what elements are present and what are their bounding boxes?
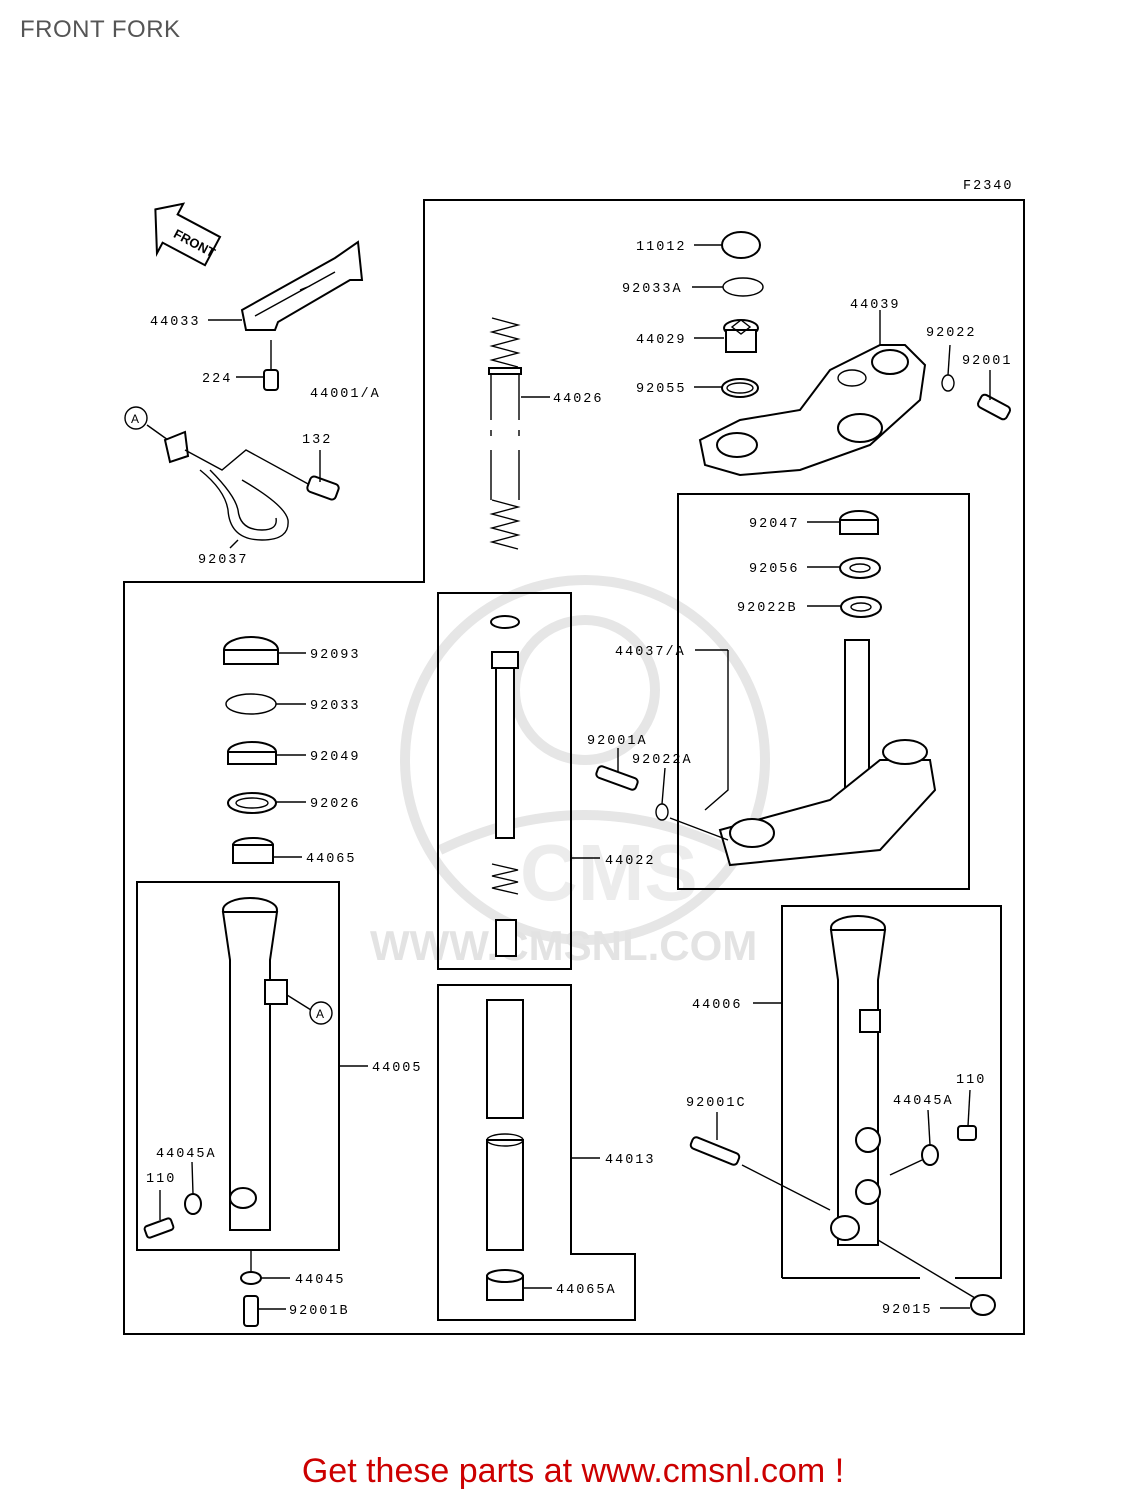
- seal-92047: [807, 510, 879, 535]
- bolt-92015: [877, 1239, 996, 1316]
- label-44033: 44033: [150, 315, 201, 330]
- outer-tube-44006: [753, 915, 887, 1246]
- bolt-110-right: [957, 1089, 977, 1141]
- label-92049: 92049: [310, 750, 361, 765]
- bolt-132: [306, 450, 340, 501]
- footer-link-text[interactable]: Get these parts at www.cmsnl.com !: [301, 1452, 845, 1490]
- washer-92022b: [807, 596, 882, 618]
- upper-bracket-44039: [698, 310, 927, 477]
- clamp-92037: A: [124, 406, 311, 549]
- watermark-logo-text: CMS: [520, 828, 698, 917]
- label-92033: 92033: [310, 699, 361, 714]
- callout-marker-label: A: [131, 412, 139, 426]
- right-outer-tube-box: [781, 905, 1002, 1279]
- label-92026: 92026: [310, 797, 361, 812]
- label-44045a-left: 44045A: [156, 1147, 217, 1162]
- o-ring-92055: [694, 378, 759, 398]
- bolt-92001b: [243, 1295, 286, 1327]
- figure-code: F2340: [963, 179, 1014, 194]
- watermark-text: WWW.CMSNL.COM: [370, 922, 757, 969]
- label-44029: 44029: [636, 333, 687, 348]
- outer-tube-44005: A: [221, 897, 368, 1231]
- bracket-44033: [208, 240, 364, 331]
- label-110-left: 110: [146, 1172, 176, 1187]
- clip-92022a: [655, 767, 729, 841]
- part-labels: 11012 92033A 44029 92055 44039 92022 920…: [146, 240, 1013, 1319]
- label-92047: 92047: [749, 517, 800, 532]
- label-44039: 44039: [850, 298, 901, 313]
- bushing-44065: [232, 837, 302, 864]
- stem-44037a: [695, 639, 937, 867]
- label-110-right: 110: [956, 1073, 986, 1088]
- front-direction-arrow: FRONT: [154, 202, 222, 267]
- label-44037a: 44037/A: [615, 645, 686, 660]
- label-44006: 44006: [692, 998, 743, 1013]
- label-92001a: 92001A: [587, 734, 648, 749]
- cylinder-box: [437, 592, 572, 970]
- label-92055: 92055: [636, 382, 687, 397]
- ring-92033: [225, 693, 306, 715]
- label-44065a: 44065A: [556, 1283, 617, 1298]
- plug-11012: [694, 231, 761, 259]
- clip-92022: [941, 344, 955, 392]
- bearing-92056: [807, 557, 881, 579]
- callout-marker-label-2: A: [316, 1007, 324, 1021]
- inner-tube-44013: [486, 999, 600, 1251]
- label-11012: 11012: [636, 240, 687, 255]
- dust-seal-92093: [223, 636, 306, 665]
- label-92022: 92022: [926, 326, 977, 341]
- washer-44045: [240, 1250, 290, 1285]
- label-92056: 92056: [749, 562, 800, 577]
- label-44045: 44045: [295, 1273, 346, 1288]
- bolt-110-left: [143, 1190, 175, 1239]
- label-224: 224: [202, 372, 232, 387]
- cap-44029: [694, 319, 759, 353]
- label-44026: 44026: [553, 392, 604, 407]
- bushing-44065a: [486, 1269, 552, 1301]
- label-92001: 92001: [962, 354, 1013, 369]
- inner-tube-box: [437, 984, 636, 1321]
- label-44001a: 44001/A: [310, 387, 381, 402]
- bolt-92001: [976, 370, 1012, 421]
- label-44013: 44013: [605, 1153, 656, 1168]
- label-92033a: 92033A: [622, 282, 683, 297]
- outer-frame: [123, 199, 1025, 1335]
- ring-92033a: [692, 277, 764, 297]
- label-92037: 92037: [198, 553, 249, 568]
- label-92022b: 92022B: [737, 601, 798, 616]
- label-92093: 92093: [310, 648, 361, 663]
- bolt-92001c: [689, 1112, 831, 1211]
- watermark-logo: CMS WWW.CMSNL.COM: [370, 575, 770, 969]
- label-44005: 44005: [372, 1061, 423, 1076]
- bolt-224: [236, 340, 279, 391]
- label-132: 132: [302, 433, 332, 448]
- steering-stem-box: [677, 493, 970, 890]
- seal-92049: [227, 741, 306, 765]
- label-44065: 44065: [306, 852, 357, 867]
- label-44045a-right: 44045A: [893, 1094, 954, 1109]
- callout-marker: [124, 406, 148, 430]
- label-44022: 44022: [605, 854, 656, 869]
- washer-44045a-right: [889, 1109, 939, 1176]
- label-92015: 92015: [882, 1303, 933, 1318]
- bolt-92001a: [595, 748, 639, 791]
- spring-44026: [488, 317, 550, 550]
- page-title: FRONT FORK: [20, 16, 181, 43]
- washer-92026: [227, 792, 306, 814]
- cylinder-44022: [490, 615, 600, 957]
- label-92001c: 92001C: [686, 1096, 747, 1111]
- label-92001b: 92001B: [289, 1304, 350, 1319]
- label-92022a: 92022A: [632, 753, 693, 768]
- washer-44045a-left: [184, 1161, 202, 1215]
